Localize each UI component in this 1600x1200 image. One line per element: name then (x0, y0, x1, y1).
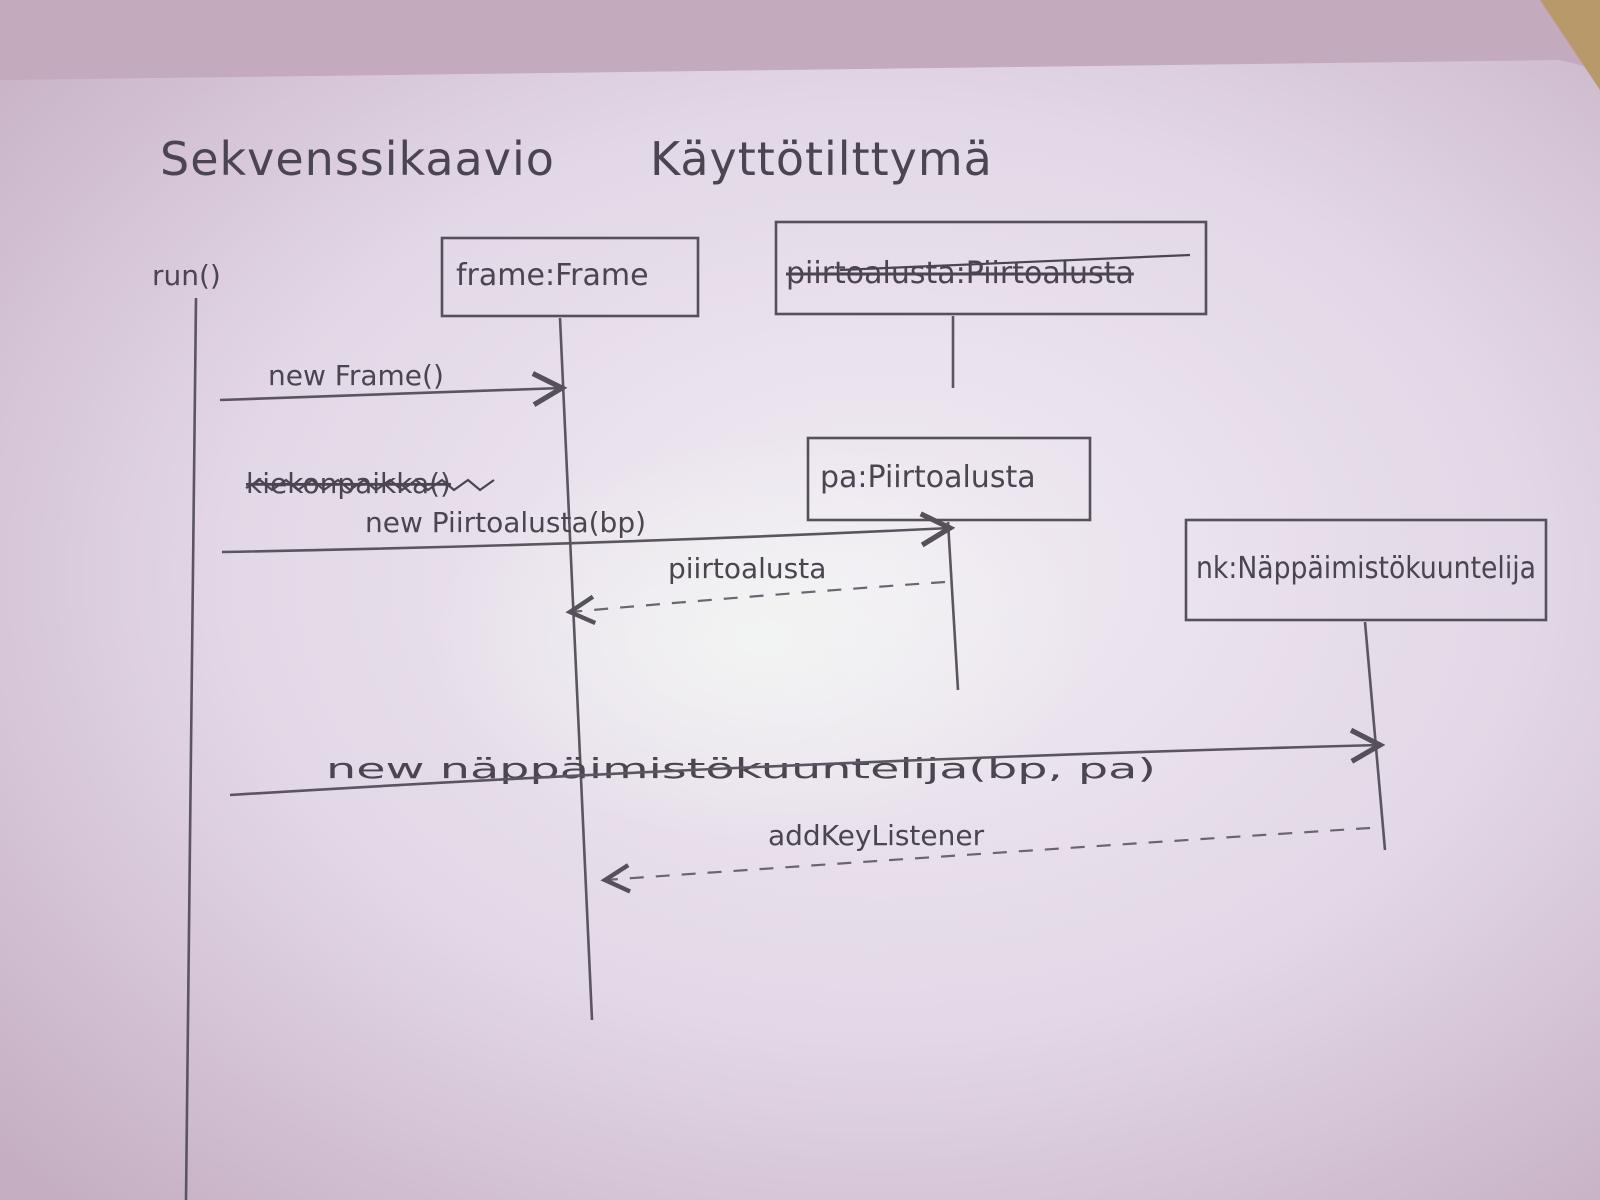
desk-corner (1540, 0, 1600, 90)
object-nk-box (1184, 518, 1548, 622)
frame-lifeline (558, 317, 594, 1021)
message-new-nk-arrow (229, 745, 1380, 797)
strike-scribble (839, 253, 1191, 272)
object-pa-label: pa:Piirtoalusta (820, 460, 1036, 495)
object-piirtoalusta-struck: piirtoalusta:Piirtoalusta (774, 220, 1208, 316)
message-struck-scribble (245, 478, 495, 492)
message-addkeylistener-arrow (605, 826, 1371, 880)
message-piirtoalusta-return-arrow (570, 580, 946, 612)
message-addkeylistener-label: addKeyListener (768, 819, 985, 852)
run-lifeline (184, 297, 198, 1200)
object-piirtoalusta-struck-box (774, 220, 1208, 316)
message-new-piirtoalusta-arrow (221, 528, 950, 554)
message-piirtoalusta-return-label: piirtoalusta (668, 552, 826, 585)
pa-lifeline (946, 521, 960, 691)
message-new-frame-label: new Frame() (268, 359, 444, 392)
message-new-frame-arrow (219, 388, 562, 400)
object-frame-box (440, 236, 700, 318)
object-piirtoalusta-struck-label: piirtoalusta:Piirtoalusta (786, 256, 1134, 291)
entry-run-label: run() (152, 259, 221, 292)
object-frame-label: frame:Frame (456, 258, 649, 293)
object-nk-label: nk:Näppäimistökuuntelija (1196, 551, 1536, 586)
object-nk: nk:Näppäimistökuuntelija (1184, 518, 1548, 622)
object-frame: frame:Frame (440, 236, 700, 318)
diagram-title-left: Sekvenssikaavio (160, 132, 555, 186)
message-new-piirtoalusta-label: new Piirtoalusta(bp) (365, 506, 646, 539)
diagram-title-right: Käyttötilttymä (650, 132, 993, 186)
